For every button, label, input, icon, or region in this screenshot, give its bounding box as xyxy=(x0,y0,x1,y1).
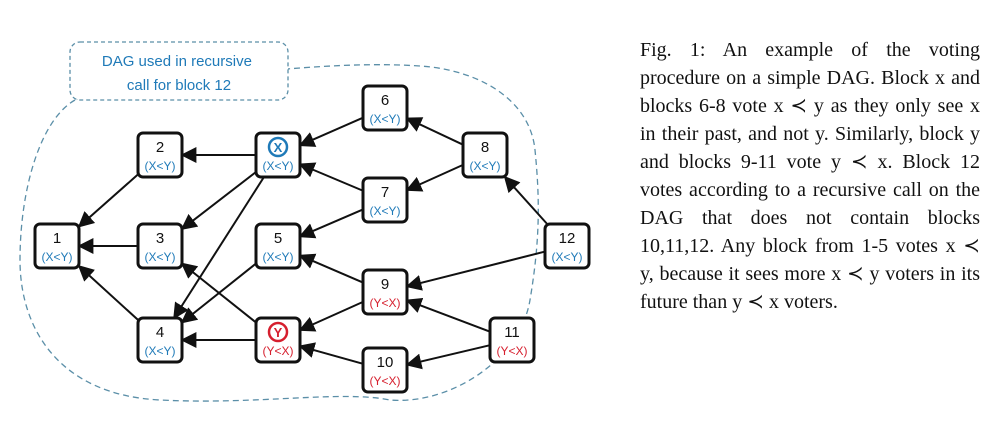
edge-4-to-1 xyxy=(77,264,139,321)
block-box xyxy=(361,84,409,132)
block-vote: (Y<X) xyxy=(369,374,400,388)
block-vote: (X<Y) xyxy=(469,159,500,173)
block-box xyxy=(136,316,184,364)
block-label: 1 xyxy=(53,230,61,247)
block-node-8: 8 (X<Y) xyxy=(461,131,509,179)
block-box xyxy=(543,222,591,270)
block-vote: (X<Y) xyxy=(144,250,175,264)
block-box xyxy=(361,268,409,316)
block-label: 4 xyxy=(156,324,164,341)
block-box xyxy=(254,222,302,270)
block-node-5: 5 (X<Y) xyxy=(254,222,302,270)
block-node-2: 2 (X<Y) xyxy=(136,131,184,179)
block-vote: (Y<X) xyxy=(262,344,293,358)
dag-edges xyxy=(77,116,548,370)
block-label: 7 xyxy=(381,184,389,201)
edge-12-to-8 xyxy=(503,175,548,225)
block-box xyxy=(361,346,409,394)
block-label: 8 xyxy=(481,139,489,156)
block-label: X xyxy=(274,140,283,155)
block-node-4: 4 (X<Y) xyxy=(136,316,184,364)
region-label: DAG used in recursive call for block 12 xyxy=(102,53,256,94)
block-label: Y xyxy=(274,325,283,340)
dag-nodes: 1 (X<Y) 2 (X<Y) 3 (X<Y) 4 (X<Y) X (X<Y) 5 (X<Y) Y (Y<… xyxy=(33,84,591,394)
highlight-circle xyxy=(267,136,289,158)
block-label: 2 xyxy=(156,139,164,156)
highlight-circle xyxy=(267,321,289,343)
edge-11-to-9 xyxy=(405,297,491,333)
block-label: 6 xyxy=(381,92,389,109)
edge-11-to-10 xyxy=(405,344,491,370)
edge-12-to-9 xyxy=(405,250,546,291)
block-vote: (Y<X) xyxy=(369,296,400,310)
edge-X-to-4 xyxy=(173,176,265,320)
block-node-y: Y (Y<X) xyxy=(254,316,302,364)
block-vote: (Y<X) xyxy=(496,344,527,358)
block-box xyxy=(33,222,81,270)
region-label-line-1: DAG used in recursive xyxy=(102,53,252,70)
block-node-12: 12 (X<Y) xyxy=(543,222,591,270)
block-node-3: 3 (X<Y) xyxy=(136,222,184,270)
block-vote: (X<Y) xyxy=(369,204,400,218)
block-vote: (X<Y) xyxy=(144,344,175,358)
block-label: 9 xyxy=(381,276,389,293)
block-label: 10 xyxy=(377,354,394,371)
edge-10-to-Y xyxy=(298,342,364,365)
figure-caption-text: An example of the voting procedure on a … xyxy=(640,39,980,313)
block-box xyxy=(461,131,509,179)
block-box xyxy=(488,316,536,364)
block-label: 5 xyxy=(274,230,282,247)
block-vote: (X<Y) xyxy=(41,250,72,264)
block-vote: (X<Y) xyxy=(262,159,293,173)
block-label: 11 xyxy=(504,324,520,341)
block-node-11: 11 (Y<X) xyxy=(488,316,536,364)
region-label-line-2: call for block 12 xyxy=(127,77,231,94)
block-label: 3 xyxy=(156,230,164,247)
block-node-9: 9 (Y<X) xyxy=(361,268,409,316)
block-node-1: 1 (X<Y) xyxy=(33,222,81,270)
region-label-box xyxy=(69,41,289,101)
edge-2-to-1 xyxy=(77,173,139,228)
edge-6-to-X xyxy=(298,116,364,147)
block-node-6: 6 (X<Y) xyxy=(361,84,409,132)
figure-caption: Fig. 1: An example of the voting procedu… xyxy=(640,36,980,316)
block-label: 12 xyxy=(559,230,576,247)
block-node-10: 10 (Y<X) xyxy=(361,346,409,394)
edge-7-to-5 xyxy=(298,208,364,239)
block-vote: (X<Y) xyxy=(551,250,582,264)
edge-Y-to-3 xyxy=(180,262,257,324)
edge-8-to-6 xyxy=(405,117,464,146)
block-box xyxy=(136,131,184,179)
edge-9-to-Y xyxy=(298,300,364,332)
edge-9-to-5 xyxy=(298,253,364,284)
edge-8-to-7 xyxy=(405,163,464,192)
edge-7-to-X xyxy=(298,162,364,192)
block-vote: (X<Y) xyxy=(144,159,175,173)
block-box xyxy=(136,222,184,270)
block-vote: (X<Y) xyxy=(262,250,293,264)
block-box xyxy=(361,176,409,224)
block-node-7: 7 (X<Y) xyxy=(361,176,409,224)
block-vote: (X<Y) xyxy=(369,112,400,126)
voting-dag-diagram: DAG used in recursive call for block 12 … xyxy=(19,41,591,402)
block-node-x: X (X<Y) xyxy=(254,131,302,179)
edge-X-to-3 xyxy=(180,171,257,231)
figure-label: Fig. 1: xyxy=(640,39,706,61)
